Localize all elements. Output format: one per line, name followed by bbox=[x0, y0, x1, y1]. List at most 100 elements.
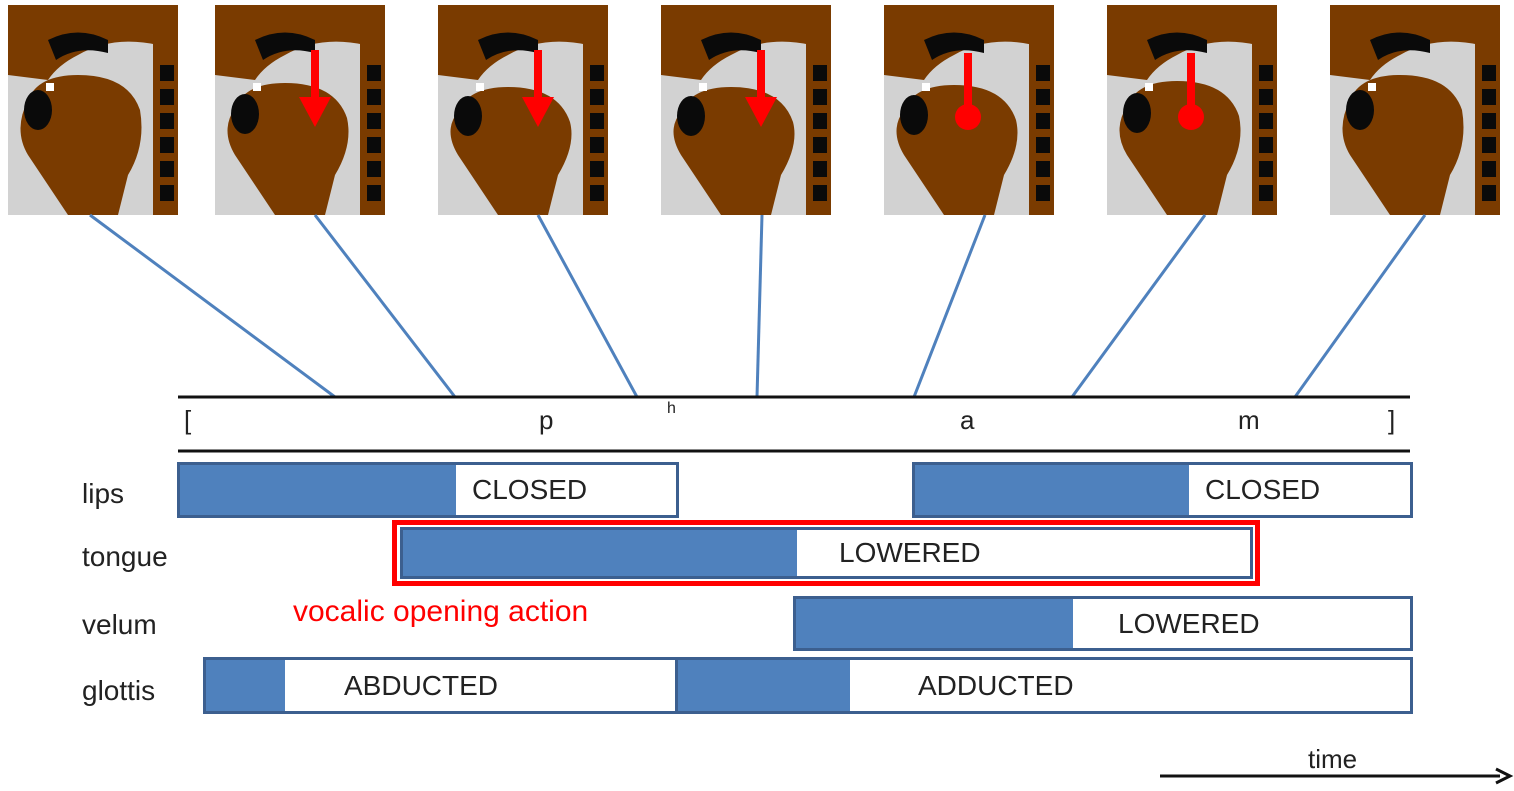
vocal-tract-silhouette bbox=[661, 5, 831, 215]
tier-label-glottis: glottis bbox=[82, 675, 156, 706]
target-pin-shaft bbox=[1187, 53, 1195, 113]
open-bracket: [ bbox=[184, 405, 192, 435]
connector-line-3 bbox=[536, 214, 639, 398]
velum-gesture-activation bbox=[796, 599, 1073, 648]
teeth-shape bbox=[922, 83, 930, 91]
vertebra-shape bbox=[367, 137, 381, 153]
lips-gesture-2-activation bbox=[915, 465, 1189, 515]
teeth-shape bbox=[1145, 83, 1153, 91]
connector-line-7 bbox=[1293, 214, 1427, 398]
segment-m: m bbox=[1238, 405, 1260, 435]
glottis-gesture-2-activation bbox=[678, 660, 850, 711]
vertebra-shape bbox=[1482, 161, 1496, 177]
vocal-tract-frame-6 bbox=[1107, 5, 1277, 215]
lowering-arrow-shaft bbox=[311, 50, 319, 100]
vertebra-shape bbox=[1259, 185, 1273, 201]
glottis-gesture-1-activation bbox=[206, 660, 285, 711]
nasal-cavity-shape bbox=[1370, 32, 1430, 60]
time-axis-label: time bbox=[1308, 744, 1358, 774]
lowering-arrow-head bbox=[522, 97, 554, 127]
vertebra-shape bbox=[813, 137, 827, 153]
nasal-cavity-shape bbox=[701, 32, 761, 60]
pharyngeal-wall-shape bbox=[583, 5, 608, 215]
vocal-tract-frame-5 bbox=[884, 5, 1054, 215]
lips-gesture-2: CLOSED bbox=[912, 462, 1413, 518]
close-bracket: ] bbox=[1388, 405, 1396, 435]
vocal-tract-silhouette bbox=[438, 5, 608, 215]
tier-label-tongue: tongue bbox=[82, 541, 168, 572]
glottis-gesture-1-state: ABDUCTED bbox=[344, 669, 499, 701]
vertebra-shape bbox=[1259, 89, 1273, 105]
lips-gesture-1: CLOSED bbox=[177, 462, 679, 518]
pharyngeal-wall-shape bbox=[806, 5, 831, 215]
vertebra-shape bbox=[590, 113, 604, 129]
teeth-shape bbox=[46, 83, 54, 91]
vertebra-shape bbox=[590, 161, 604, 177]
vocal-tract-frame-1 bbox=[8, 5, 178, 215]
connector-line-6 bbox=[1070, 214, 1207, 398]
vertebra-shape bbox=[160, 185, 174, 201]
vertebra-shape bbox=[1259, 113, 1273, 129]
vertebra-shape bbox=[160, 113, 174, 129]
segment-a: a bbox=[960, 405, 975, 435]
vertebra-shape bbox=[590, 89, 604, 105]
nasal-cavity-shape bbox=[255, 32, 315, 60]
vertebra-shape bbox=[1036, 185, 1050, 201]
lowering-arrow-shaft bbox=[534, 50, 542, 100]
glottis-gesture-2-state: ADDUCTED bbox=[918, 669, 1074, 701]
vertebra-shape bbox=[813, 185, 827, 201]
teeth-shape bbox=[699, 83, 707, 91]
vertebra-shape bbox=[813, 89, 827, 105]
vertebra-shape bbox=[1482, 113, 1496, 129]
vocal-tract-frame-3 bbox=[438, 5, 608, 215]
tongue-gesture-activation bbox=[403, 530, 797, 576]
pharyngeal-wall-shape bbox=[1029, 5, 1054, 215]
oral-opening-shape bbox=[900, 95, 928, 135]
vertebra-shape bbox=[160, 137, 174, 153]
teeth-shape bbox=[253, 83, 261, 91]
lowering-arrow-shaft bbox=[757, 50, 765, 100]
teeth-shape bbox=[1368, 83, 1376, 91]
vertebra-shape bbox=[1036, 113, 1050, 129]
velum-gesture: LOWERED bbox=[793, 596, 1413, 651]
connector-line-4 bbox=[755, 214, 764, 398]
vocal-tract-frame-2 bbox=[215, 5, 385, 215]
vertebra-shape bbox=[1482, 137, 1496, 153]
teeth-shape bbox=[476, 83, 484, 91]
tier-label-lips: lips bbox=[82, 478, 125, 509]
oral-opening-shape bbox=[24, 90, 52, 130]
oral-opening-shape bbox=[454, 96, 482, 136]
vertebra-shape bbox=[1482, 89, 1496, 105]
vertebra-shape bbox=[813, 65, 827, 81]
lips-gesture-1-activation bbox=[180, 465, 456, 515]
vertebra-shape bbox=[1036, 65, 1050, 81]
lowering-arrow-head bbox=[745, 97, 777, 127]
vocal-tract-silhouette bbox=[1330, 5, 1500, 215]
glottis-gesture-1: ABDUCTED bbox=[203, 657, 678, 714]
vocal-tract-frame-7 bbox=[1330, 5, 1500, 215]
vertebra-shape bbox=[813, 113, 827, 129]
connector-line-1 bbox=[89, 213, 336, 399]
vertebra-shape bbox=[1036, 137, 1050, 153]
lowering-arrow-head bbox=[299, 97, 331, 127]
pharyngeal-wall-shape bbox=[1475, 5, 1500, 215]
lips-gesture-2-state: CLOSED bbox=[1205, 474, 1321, 505]
vertebra-shape bbox=[1259, 161, 1273, 177]
velum-gesture-state: LOWERED bbox=[1118, 607, 1260, 639]
vocal-tract-silhouette bbox=[1107, 5, 1277, 215]
oral-opening-shape bbox=[1346, 90, 1374, 130]
target-pin-head bbox=[955, 104, 981, 130]
pharyngeal-wall-shape bbox=[360, 5, 385, 215]
connector-line-2 bbox=[313, 214, 457, 398]
vertebra-shape bbox=[590, 185, 604, 201]
vertebra-shape bbox=[367, 89, 381, 105]
vertebra-shape bbox=[1259, 137, 1273, 153]
target-pin-head bbox=[1178, 104, 1204, 130]
oral-opening-shape bbox=[1123, 93, 1151, 133]
vertebra-shape bbox=[590, 65, 604, 81]
vertebra-shape bbox=[1036, 161, 1050, 177]
vocal-tract-silhouette bbox=[8, 5, 178, 215]
oral-opening-shape bbox=[231, 94, 259, 134]
